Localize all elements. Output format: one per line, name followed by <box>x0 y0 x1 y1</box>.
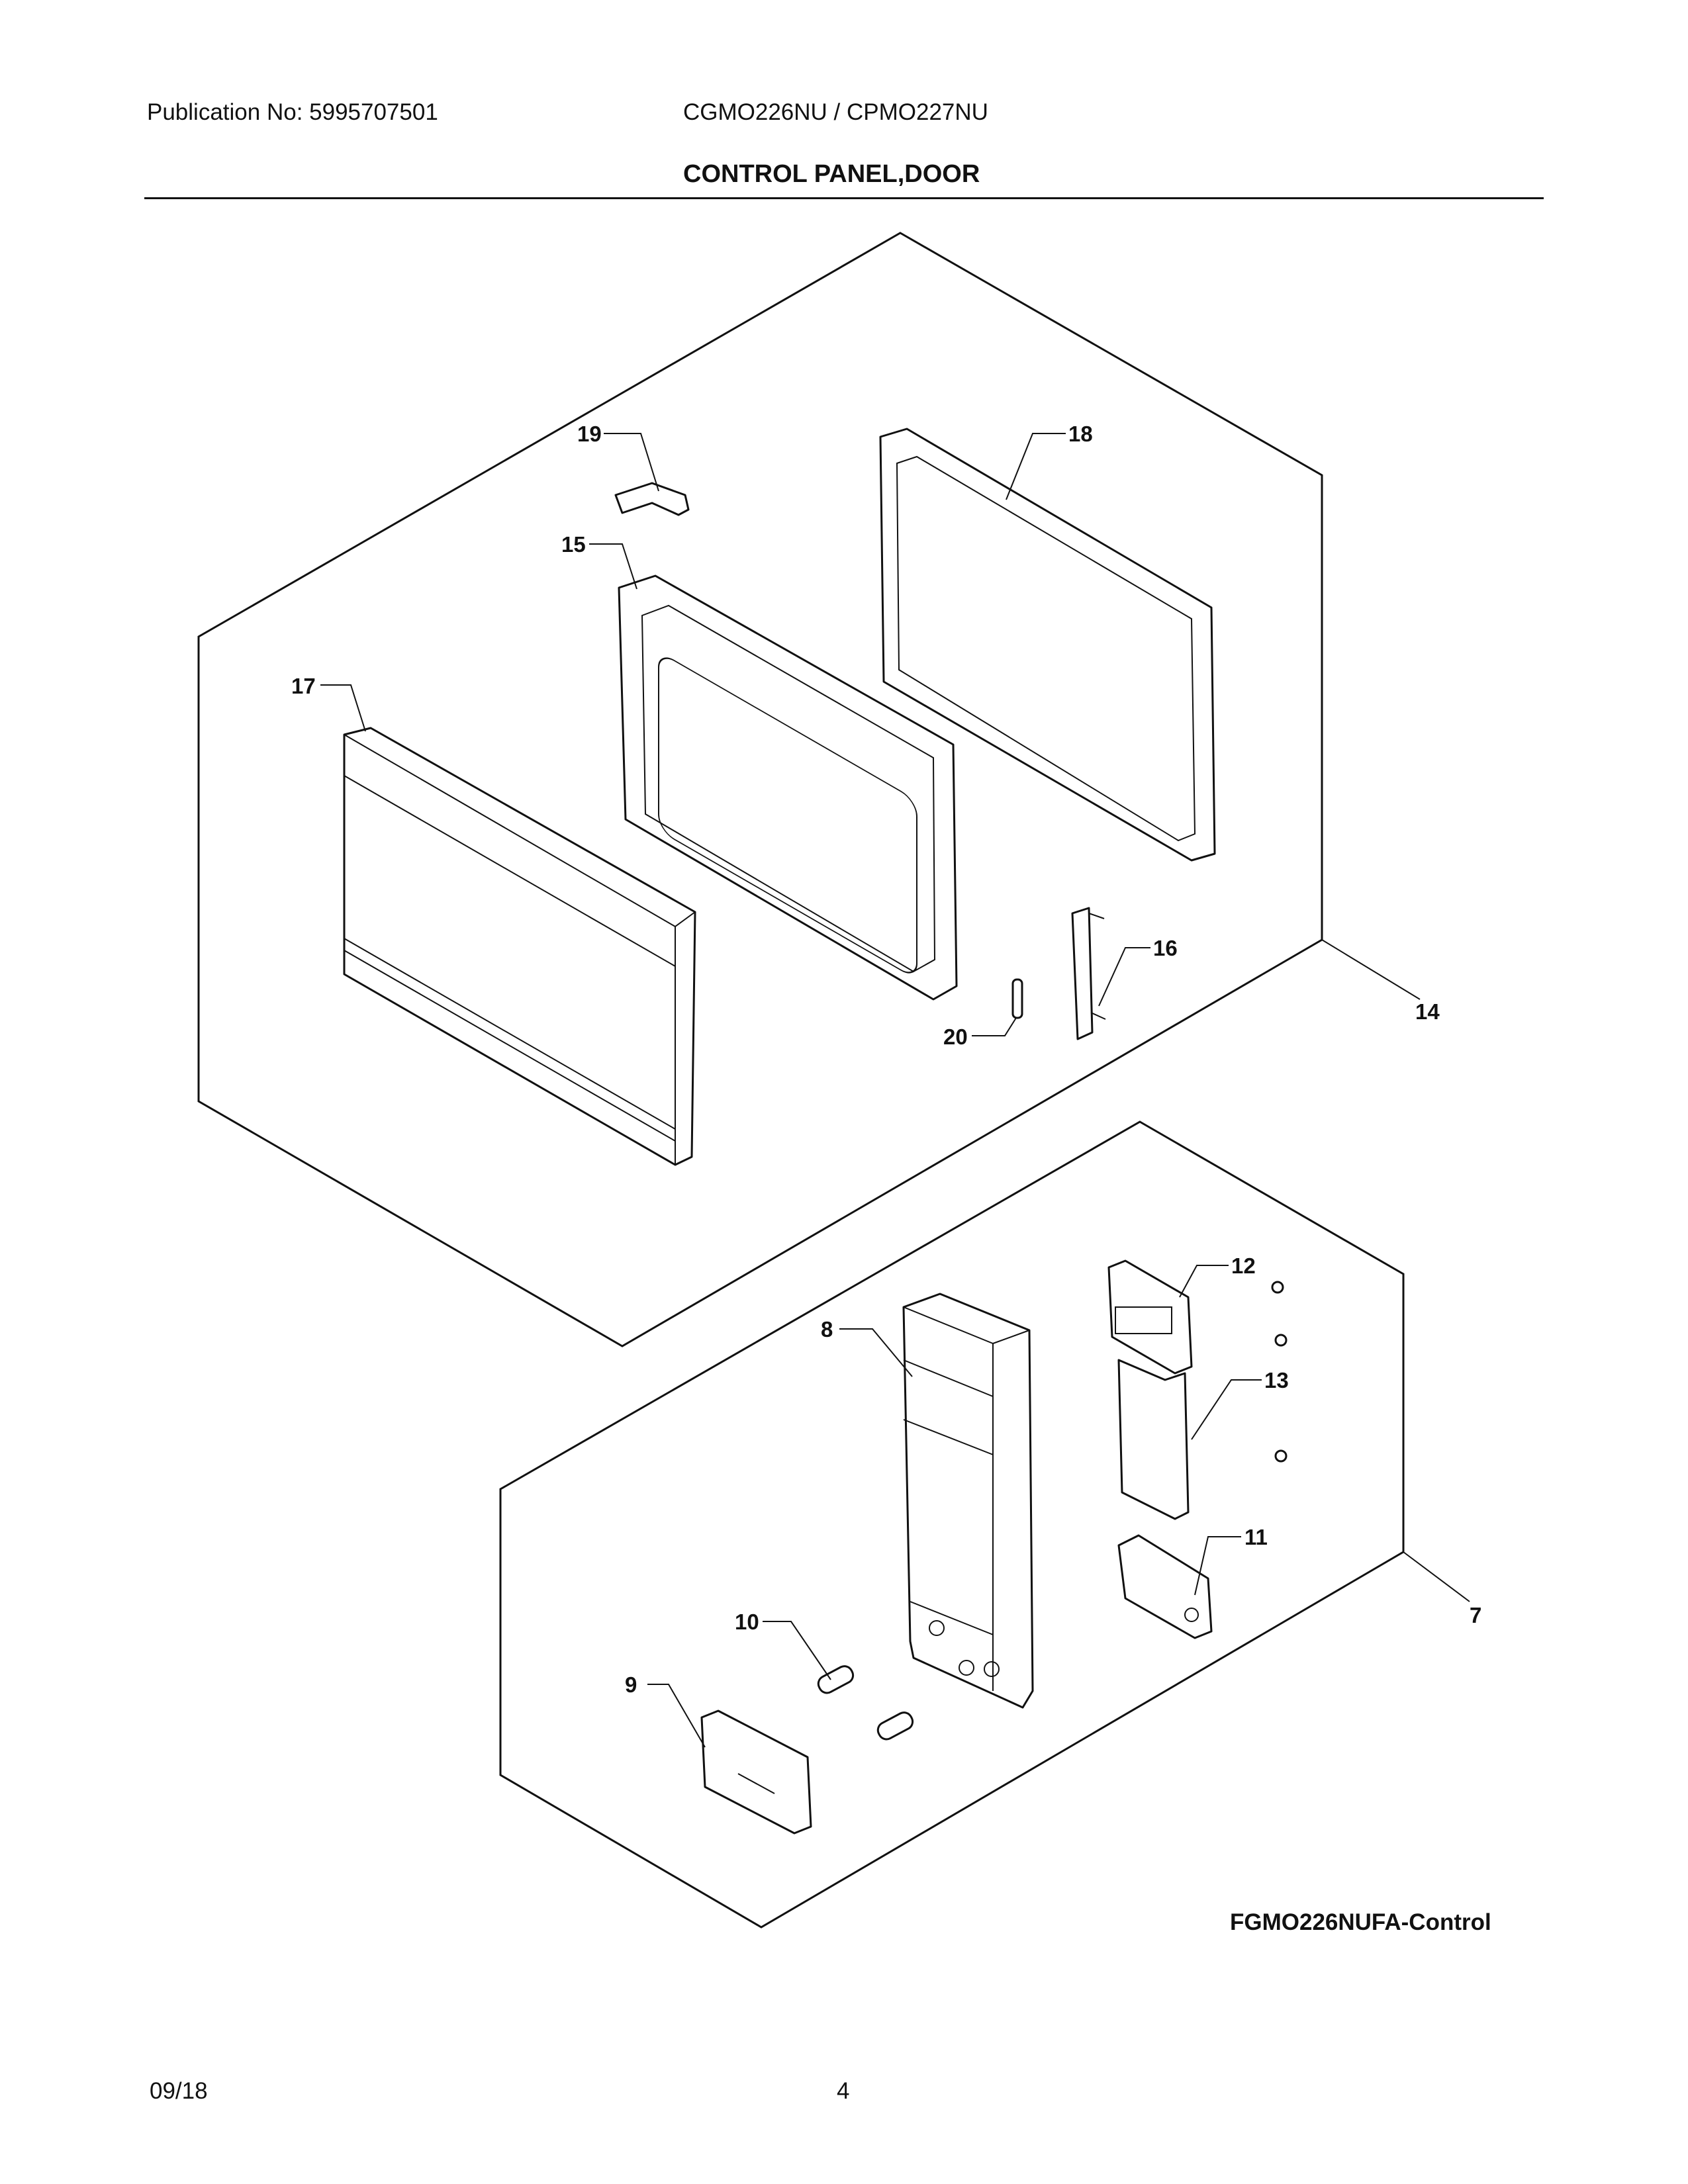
publication-number: Publication No: 5995707501 <box>147 99 438 125</box>
callout-12: 12 <box>1231 1253 1256 1278</box>
door-open-button <box>700 1709 812 1835</box>
screws <box>1271 1281 1288 1463</box>
latch-spring <box>1011 978 1023 1019</box>
control-panel-frame <box>902 1293 1034 1709</box>
door-inner-frame <box>618 574 958 1001</box>
display-board <box>1107 1259 1193 1375</box>
callout-18: 18 <box>1068 422 1093 446</box>
diagram-identifier: FGMO226NUFA-Control <box>1230 1909 1491 1935</box>
door-assembly-outline <box>197 232 1323 1347</box>
leader-lines <box>320 433 1470 1748</box>
callout-7: 7 <box>1470 1603 1481 1627</box>
callout-14: 14 <box>1415 999 1440 1024</box>
callout-9: 9 <box>625 1672 637 1697</box>
callout-20: 20 <box>943 1024 968 1049</box>
footer-date: 09/18 <box>150 2078 208 2104</box>
control-assembly-outline <box>499 1120 1405 1929</box>
door-switch-assembly <box>1117 1534 1213 1639</box>
header-rule <box>144 197 1544 199</box>
page-number: 4 <box>837 2078 850 2104</box>
door-front-panel <box>343 727 696 1166</box>
callout-13: 13 <box>1264 1368 1289 1392</box>
callout-17: 17 <box>291 674 316 698</box>
callout-19: 19 <box>577 422 602 446</box>
power-board <box>1117 1359 1190 1520</box>
push-button-springs <box>817 1665 914 1741</box>
section-title: CONTROL PANEL,DOOR <box>683 160 980 188</box>
callout-8: 8 <box>821 1317 833 1342</box>
model-numbers: CGMO226NU / CPMO227NU <box>683 99 988 125</box>
door-choke-frame <box>879 428 1216 862</box>
callout-15: 15 <box>561 532 586 557</box>
latch-hook <box>1071 907 1106 1040</box>
hinge-bracket <box>614 482 690 516</box>
callout-16: 16 <box>1153 936 1178 960</box>
callout-10: 10 <box>735 1610 759 1634</box>
callout-11: 11 <box>1244 1525 1268 1549</box>
